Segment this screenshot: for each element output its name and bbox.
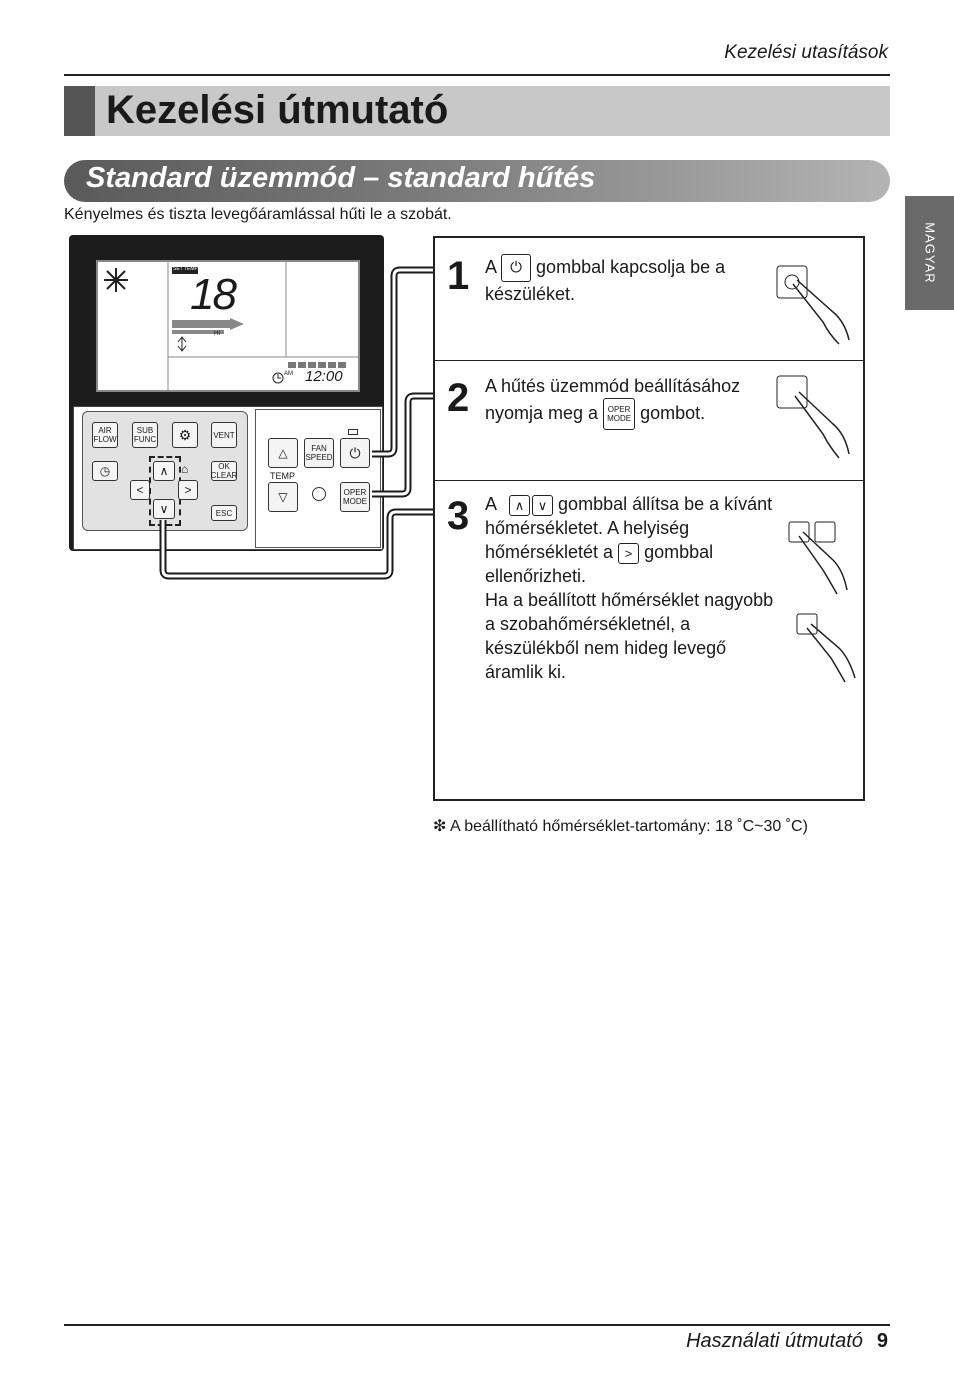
remote-keypad: AIR FLOW SUB FUNC ⚙ VENT ◷ ∧ ∨ < > ⌂ OK …: [82, 411, 248, 531]
language-tab: MAGYAR: [905, 196, 954, 310]
header-rule: [64, 74, 890, 76]
power-button-icon[interactable]: ⏻: [340, 438, 370, 468]
step-divider: [435, 480, 863, 481]
step-2-body-b: gombot.: [640, 402, 706, 423]
fan-speed-button[interactable]: FAN SPEED: [304, 438, 334, 468]
temp-up-button[interactable]: △: [268, 438, 298, 468]
step-3-text: A ∧∨ gombbal állítsa be a kívánt hőmérsé…: [485, 492, 779, 684]
title-bar: Kezelési útmutató: [64, 86, 890, 136]
sub-func-button[interactable]: SUB FUNC: [132, 422, 158, 448]
subtitle-bar: Standard üzemmód – standard hűtés: [64, 160, 890, 202]
up-arrow-button[interactable]: ∧: [153, 461, 175, 481]
ok-clear-button[interactable]: OK CLEAR: [210, 461, 238, 481]
title-marker: [64, 86, 95, 136]
power-icon: ⏻: [501, 254, 532, 282]
temp-label: TEMP: [270, 471, 296, 481]
room-temp-icon: ⌂: [181, 462, 189, 476]
settings-gear-icon[interactable]: ⚙: [172, 422, 198, 448]
step-2-body-a: A hűtés üzemmód beállításához nyomja meg…: [485, 376, 741, 423]
remote-right-panel: △ TEMP ▽ FAN SPEED ⏻ OPER MODE: [255, 409, 381, 548]
step-1-number: 1: [447, 254, 470, 298]
step-3-line2: gombbal ellenőrizheti.: [485, 542, 714, 586]
vent-button[interactable]: VENT: [211, 422, 237, 448]
step-3-pre: A: [485, 494, 497, 514]
step-3-line1: gombbal állítsa be a kívánt hőmérséklete…: [485, 494, 773, 562]
am-label: AM: [284, 371, 293, 377]
temperature-range-note: ❇ A beállítható hőmérséklet-tartomány: 1…: [433, 818, 808, 835]
steps-box: 1 A ⏻ gombbal kapcsolja be a készüléket.…: [433, 236, 865, 801]
finger-press-icon: [776, 375, 850, 459]
step-1-pre: A: [485, 256, 497, 277]
set-temp-label: SET TEMP: [173, 266, 198, 272]
finger-press-icons: [788, 521, 856, 683]
up-arrow-icon: ∧: [509, 494, 531, 516]
oper-mode-button[interactable]: OPER MODE: [340, 482, 370, 512]
step-divider: [435, 360, 863, 361]
step-1-body: gombbal kapcsolja be a készüléket.: [485, 256, 726, 304]
right-arrow-button[interactable]: >: [178, 480, 198, 500]
running-header: Kezelési utasítások: [724, 42, 888, 63]
left-arrow-button[interactable]: <: [130, 480, 150, 500]
timer-clock-icon[interactable]: ◷: [92, 461, 118, 481]
section-title: Standard üzemmód – standard hűtés: [86, 162, 596, 194]
down-arrow-button[interactable]: ∨: [153, 499, 175, 519]
footer-rule: [64, 1324, 890, 1326]
snowflake-icon: [104, 268, 128, 292]
step-3-line3: Ha a beállított hőmérséklet nagyobb a sz…: [485, 590, 774, 682]
step-2-text: A hűtés üzemmód beállításához nyomja meg…: [485, 374, 777, 430]
fan-level-label: HI: [214, 331, 220, 337]
step-2-number: 2: [447, 376, 470, 420]
footer: Használati útmutató 9: [686, 1330, 888, 1353]
power-led: [348, 429, 358, 435]
air-flow-button[interactable]: AIR FLOW: [92, 422, 118, 448]
connector-lines: [159, 266, 433, 580]
remote-lcd: SET TEMP 18 HI AM 12:00: [96, 260, 360, 392]
oper-mode-inline-button: OPER MODE: [603, 398, 636, 430]
page-title: Kezelési útmutató: [106, 88, 449, 132]
intro-text: Kényelmes és tiszta levegőáramlással hűt…: [64, 206, 452, 223]
finger-press-icon: [776, 265, 850, 345]
indicator-led: [312, 487, 326, 501]
step-1-text: A ⏻ gombbal kapcsolja be a készüléket.: [485, 254, 775, 306]
right-arrow-icon: >: [618, 542, 640, 564]
footer-label: Használati útmutató: [686, 1330, 863, 1352]
display-temperature: 18: [190, 270, 237, 319]
clock-display: 12:00: [305, 368, 343, 385]
down-arrow-icon: ∨: [532, 494, 554, 516]
temp-down-button[interactable]: ▽: [268, 482, 298, 512]
page-number: 9: [876, 1330, 888, 1352]
esc-button[interactable]: ESC: [211, 505, 237, 521]
step-3-number: 3: [447, 494, 470, 538]
